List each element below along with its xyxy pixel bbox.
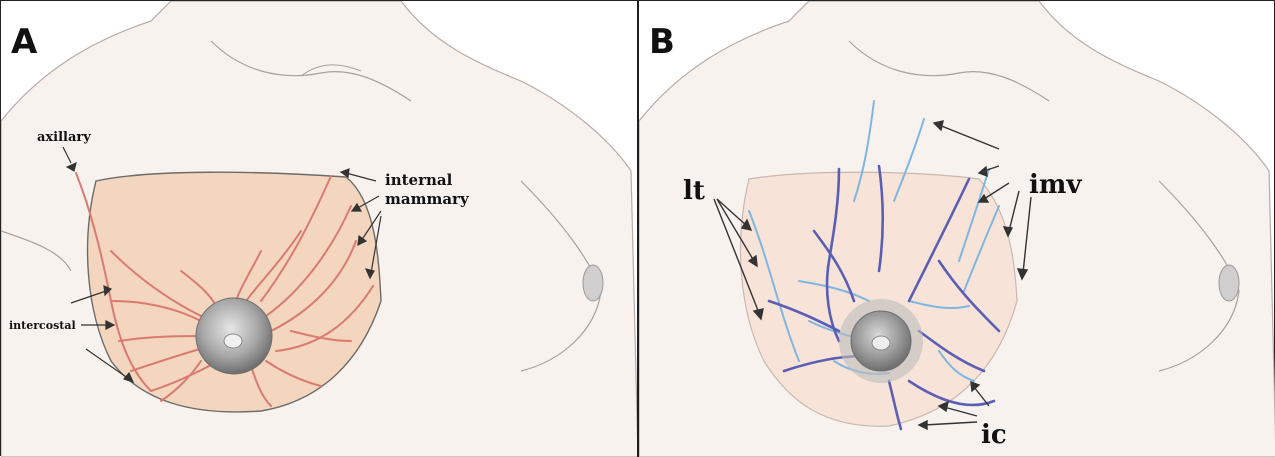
panel-a-letter: A (11, 22, 38, 62)
label-ic: ic (981, 420, 1007, 450)
panel-a-illustration: A axillary internal mammary intercostal (1, 1, 638, 457)
label-lt: lt (683, 176, 705, 206)
label-intercostal: intercostal (9, 319, 76, 332)
label-internal: internal (385, 171, 453, 189)
panel-b: B lt imv ic (639, 1, 1275, 457)
label-mammary: mammary (385, 190, 470, 208)
nipple-tip (872, 336, 890, 350)
nipple-tip (224, 334, 242, 348)
label-imv: imv (1029, 170, 1082, 200)
panel-b-letter: B (649, 22, 675, 62)
panel-b-illustration: B lt imv ic (639, 1, 1275, 457)
label-axillary: axillary (37, 130, 91, 145)
right-nipple (1219, 265, 1239, 301)
right-nipple (583, 265, 603, 301)
panel-a: A axillary internal mammary intercostal (1, 1, 638, 457)
